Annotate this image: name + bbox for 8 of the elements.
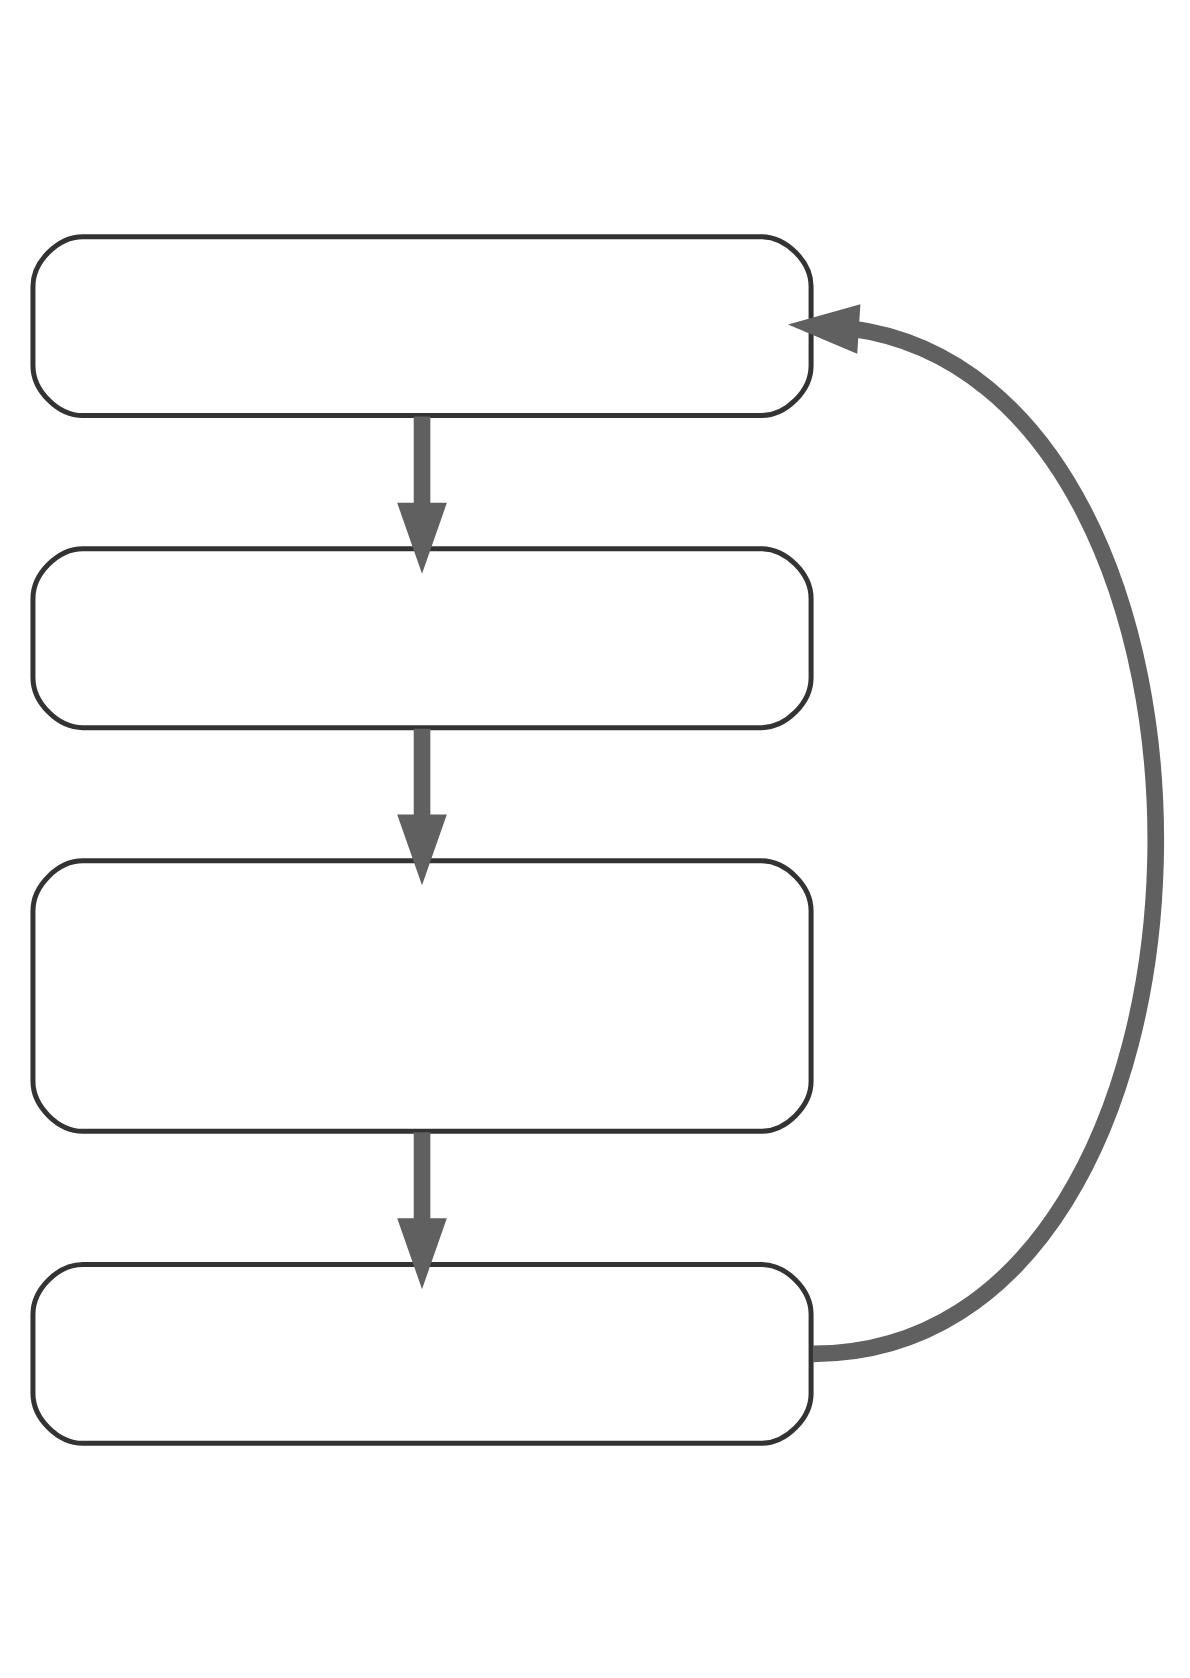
node-box (30, 545, 814, 730)
arrow (397, 727, 447, 885)
node-box (30, 857, 814, 1133)
node-box (30, 1260, 814, 1445)
arrow (788, 303, 1164, 1362)
node-box (30, 233, 814, 418)
arrow (397, 415, 447, 573)
arrow (397, 1131, 447, 1289)
